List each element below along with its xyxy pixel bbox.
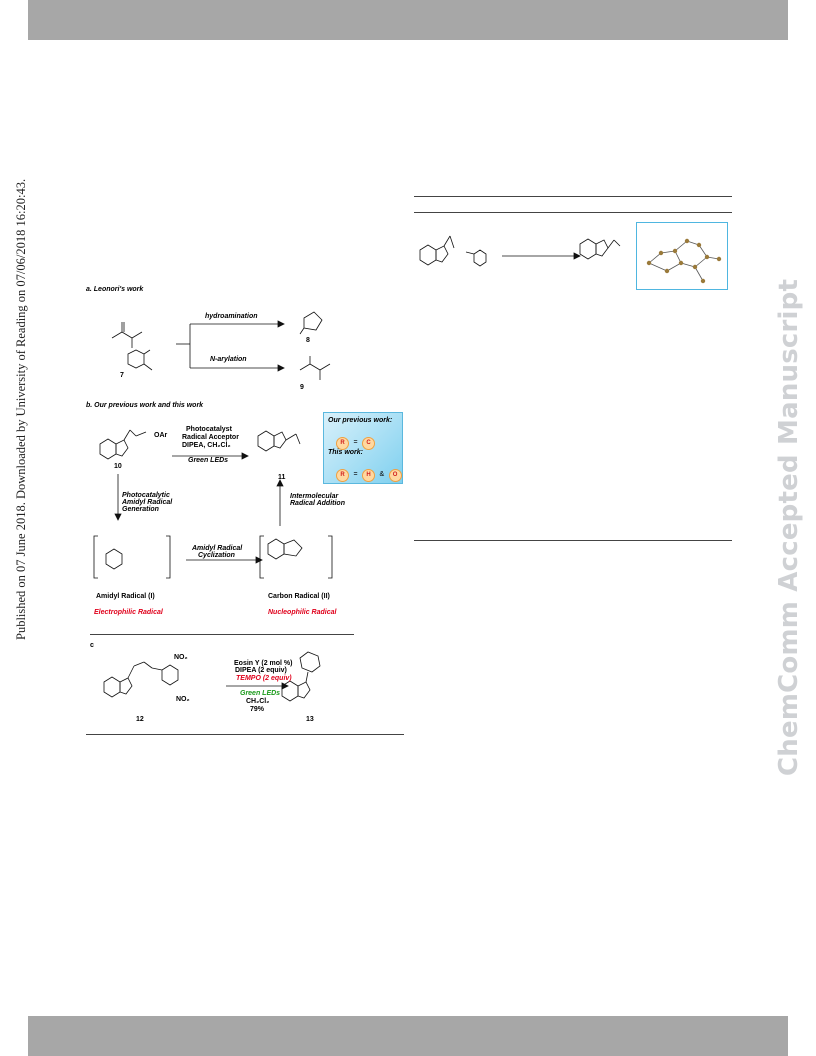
carbon-radical-caption: Carbon Radical (II): [268, 593, 330, 600]
cond-green-leds: Green LEDs: [240, 690, 281, 697]
green-leds-label: Green LEDs: [188, 457, 229, 464]
compound-12: 12: [136, 716, 144, 723]
cond-tempo: TEMPO (2 equiv): [236, 675, 292, 682]
footer-bar: [28, 1016, 788, 1056]
part-b-title: b. Our previous work and this work: [86, 402, 204, 409]
part-c-title: c: [90, 642, 94, 649]
part-c-top-rule: [90, 634, 354, 635]
generation-label: Generation: [122, 506, 159, 513]
part-c-structures: [103, 651, 321, 702]
table-bottom-rule: [414, 540, 732, 541]
amidyl-cyclization-label-1: Amidyl Radical: [192, 545, 243, 552]
part-a-title: a. Leonori's work: [86, 286, 144, 293]
amidyl-cyclization-label-2: Cyclization: [198, 552, 235, 559]
radical-acceptor-label: Radical Acceptor: [182, 434, 239, 441]
n-arylation-label: N-arylation: [210, 356, 247, 363]
table-header-rule: [414, 212, 732, 213]
amidyl-radical-label: Amidyl Radical: [122, 499, 173, 506]
part-b-structures: [93, 429, 333, 579]
journal-watermark: ChemComm Accepted Manuscript: [774, 278, 804, 776]
cond-eosin: Eosin Y (2 mol %): [234, 660, 293, 667]
previous-work-label: Our previous work:: [328, 417, 393, 424]
nucleophilic-radical-caption: Nucleophilic Radical: [268, 609, 337, 616]
compound-7: 7: [120, 372, 124, 379]
intermolecular-label: Intermolecular: [290, 493, 339, 500]
no2-label-bottom: NO₂: [176, 696, 190, 703]
previous-work-r-eq-c: R = C: [336, 431, 375, 450]
header-bar: [28, 0, 788, 40]
photocatalytic-label: Photocatalytic: [122, 492, 170, 499]
compound-8: 8: [306, 337, 310, 344]
cond-solvent: CH₂Cl₂: [246, 698, 270, 705]
table-top-rule: [414, 196, 732, 197]
cond-dipea: DIPEA (2 equiv): [235, 667, 287, 674]
photocatalyst-label: Photocatalyst: [186, 426, 232, 433]
no2-label-top: NO₂: [174, 654, 188, 661]
publication-note: Published on 07 June 2018. Downloaded by…: [14, 178, 28, 640]
hydroamination-label: hydroamination: [205, 313, 258, 320]
reaction-structures-top: [419, 235, 621, 267]
dipea-label: DIPEA, CH₂Cl₂: [182, 442, 231, 449]
compound-9: 9: [300, 384, 304, 391]
crystal-structure-image: [636, 222, 728, 290]
compound-11: 11: [278, 474, 286, 481]
radical-addition-label: Radical Addition: [290, 500, 345, 507]
this-work-r-eq-h-o: R = H & O: [336, 463, 402, 482]
work-comparison-box: Our previous work: R = C This work: R = …: [323, 412, 403, 484]
compound-13: 13: [306, 716, 314, 723]
cond-yield: 79%: [250, 706, 265, 713]
amidyl-radical-caption: Amidyl Radical (I): [96, 593, 155, 600]
part-c-bottom-rule: [86, 734, 404, 735]
this-work-label: This work:: [328, 449, 364, 456]
part-a-structures: [111, 311, 331, 380]
compound-10: 10: [114, 463, 122, 470]
oar-label: OAr: [154, 432, 168, 439]
electrophilic-radical-caption: Electrophilic Radical: [94, 609, 163, 616]
